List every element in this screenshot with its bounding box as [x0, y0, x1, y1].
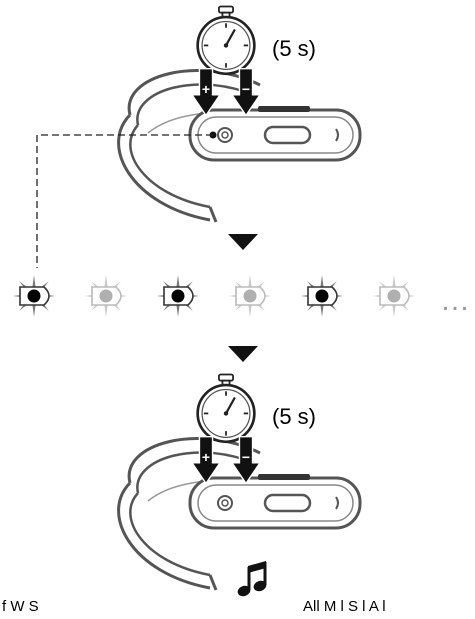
minus-label-top: −: [242, 81, 250, 97]
led-flash-on: [13, 275, 55, 317]
footer-caption-left: f W S: [2, 598, 39, 615]
footer-caption-right: All M l S l A l: [303, 598, 386, 615]
led-flash-off: [229, 275, 271, 317]
duration-label-top: (5 s): [272, 36, 316, 61]
led-sequence: [13, 275, 415, 317]
next-step-triangle-2: [228, 346, 258, 362]
led-flash-off: [373, 275, 415, 317]
led-flash-off: [85, 275, 127, 317]
sequence-continues-ellipsis: …: [440, 284, 472, 317]
music-note-icon: [237, 561, 267, 597]
next-step-triangle-1: [228, 234, 258, 250]
step-top: + −: [36, 5, 362, 268]
stopwatch-icon-top: [196, 5, 256, 76]
duration-label-bottom: (5 s): [272, 404, 316, 429]
plus-label-top: +: [202, 81, 210, 97]
step-bottom: + −: [117, 373, 362, 592]
minus-label-bottom: −: [242, 449, 250, 465]
led-flash-on: [301, 275, 343, 317]
plus-label-bottom: +: [202, 449, 210, 465]
stopwatch-icon-bottom: [196, 373, 256, 444]
led-flash-on: [157, 275, 199, 317]
led-callout-line: [36, 134, 213, 268]
